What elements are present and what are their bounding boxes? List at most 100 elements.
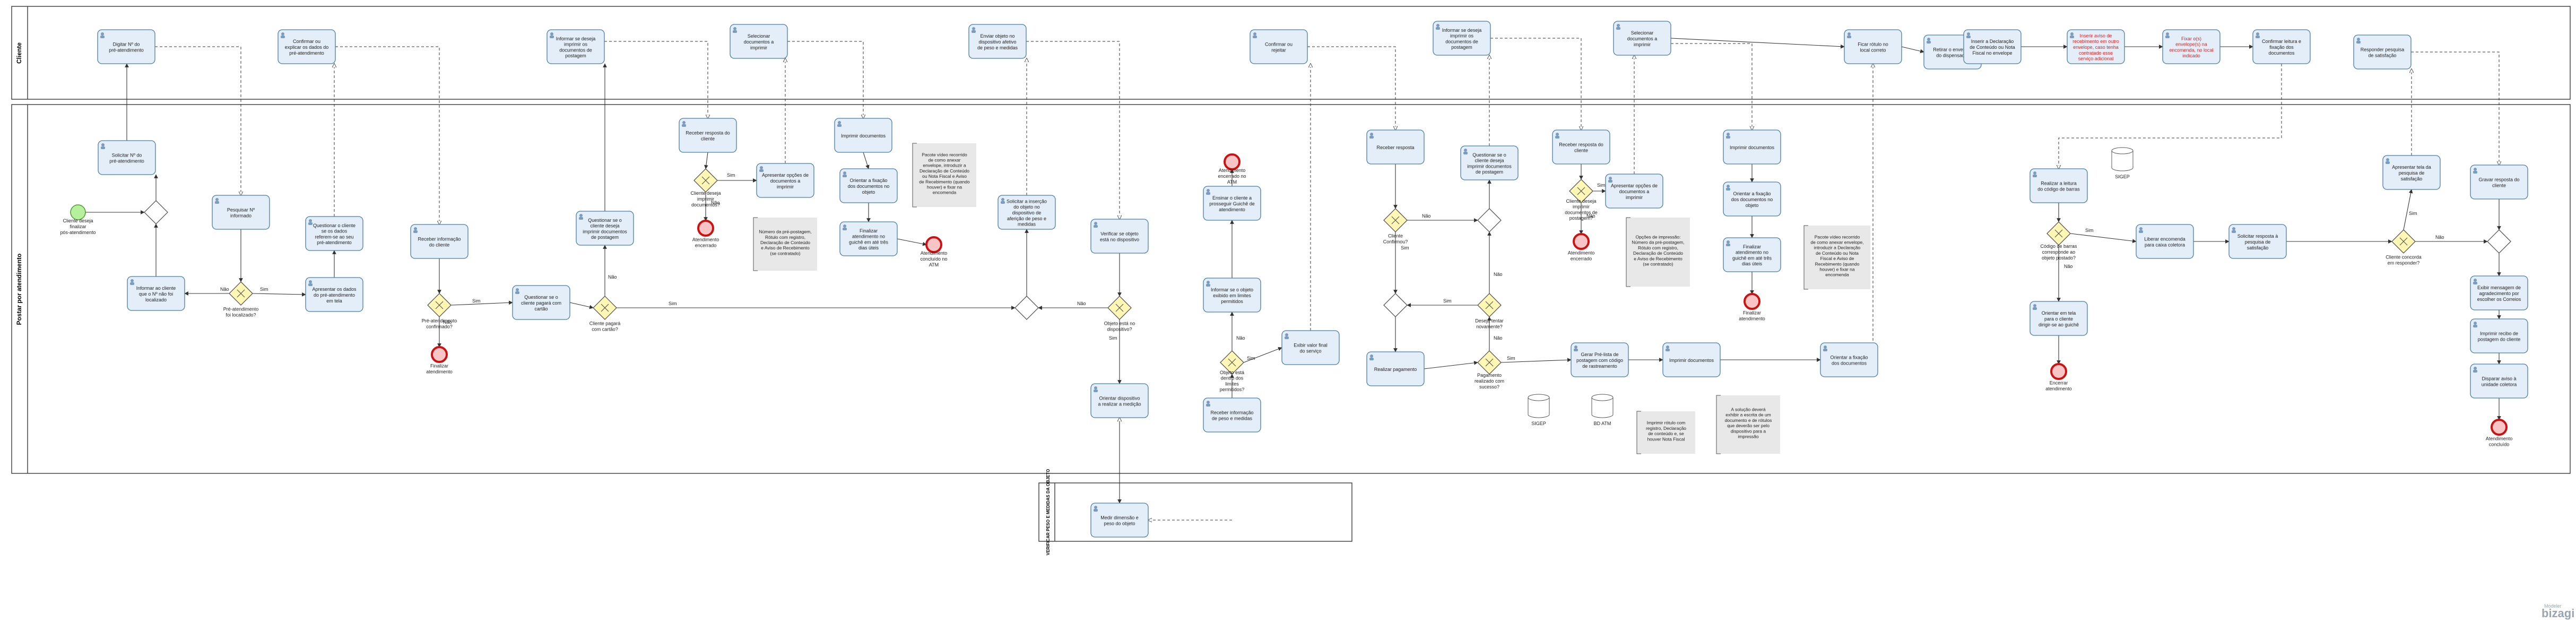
logo-caption: Modeler [2544,603,2562,609]
node-label: SIGEP [2115,174,2130,179]
user-task-icon [1094,506,1098,512]
flow-label: Não [2064,264,2073,269]
exclusive-x-icon [1228,358,1236,367]
merge-gateway-3 [1477,208,1502,232]
flow-label: Sim [1109,335,1117,341]
user-task-icon [1094,222,1098,228]
user-task-icon [101,143,105,149]
flow-label: Não [1494,272,1503,277]
sequence-flow [1670,38,1845,49]
main-task-28: Imprimir documentos [1723,129,1781,165]
flow-label: Sim [2409,211,2417,216]
user-task-icon [1463,149,1468,154]
node-label: Imprimir documentos [1730,145,1775,150]
message-flow [787,41,863,118]
node-label: Número da pré-postagem,Rótulo com regist… [759,229,811,256]
message-flow [2411,51,2499,165]
user-task-icon [1369,133,1374,139]
sequence-flow [1243,347,1282,363]
user-task-icon [682,121,686,127]
user-task-icon [1927,38,1931,44]
main-task-11: Imprimir documentos [834,118,892,153]
user-task-icon [1094,386,1098,392]
message-flow [1490,38,1581,130]
user-task-icon [2473,322,2477,327]
datastore-sigep-2: SIGEP [2111,147,2133,179]
exclusive-x-icon [2399,237,2408,246]
user-task-icon [2356,38,2361,44]
main-task-25: Realizar pagamento [1366,351,1425,386]
flow-label: Não [608,274,617,280]
flow-label: Não [220,287,229,292]
datastore-bd-atm: BD ATM [1591,394,1614,426]
sequence-flow [863,152,870,169]
node-label: Realizar pagamento [1374,367,1417,372]
user-task-icon [1369,355,1374,360]
user-task-icon [1253,32,1257,38]
user-task-icon [2070,32,2074,38]
user-task-icon [733,27,737,33]
flow-label: Sim [669,301,677,306]
datastore-sigep-1: SIGEP [1528,394,1550,426]
flow-label: Não [711,200,720,205]
sequence-flow [2403,189,2413,230]
user-task-icon [100,32,105,38]
node-label: Imprimir documentos [1669,358,1714,363]
user-task-icon [1001,198,1005,204]
merge-gateway-5 [2487,229,2511,254]
